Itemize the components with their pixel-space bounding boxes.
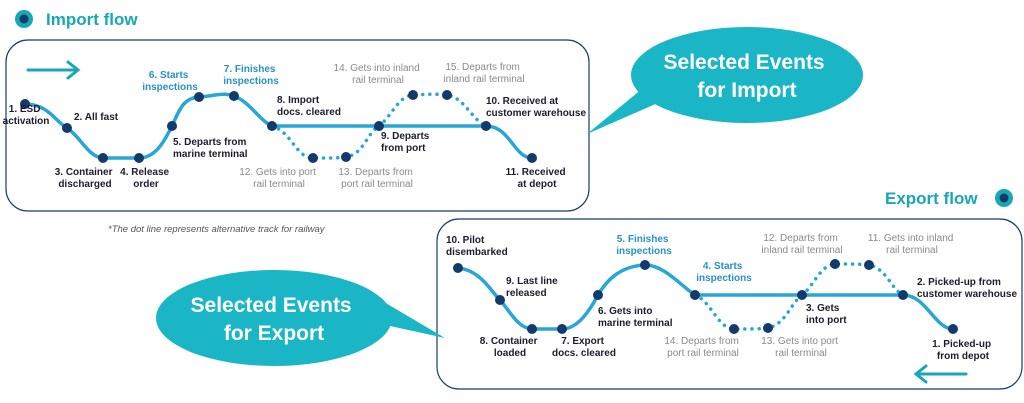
import-event-13: 13. Departs from port rail terminal <box>338 167 415 190</box>
export-event-12: 12. Departs from inland rail terminal <box>761 233 842 256</box>
export-node-4 <box>690 290 700 300</box>
import-node-2 <box>62 123 72 133</box>
export-node-10 <box>453 263 463 273</box>
import-nodes <box>20 90 537 163</box>
import-direction-arrow <box>26 60 81 80</box>
export-event-9: 9. Last line released <box>506 276 560 299</box>
export-node-7 <box>557 324 567 334</box>
import-node-1 <box>20 99 30 109</box>
import-event-5: 5. Departs from marine terminal <box>173 137 249 160</box>
import-event-1: 1. ESD activation <box>3 104 50 127</box>
export-bubble-line-1: Selected Events <box>191 294 352 317</box>
import-event-8: 8. Import docs. cleared <box>277 95 341 118</box>
export-node-13 <box>763 323 773 333</box>
import-node-5 <box>167 121 177 131</box>
export-event-5: 5. Finishes inspections <box>616 234 672 257</box>
export-node-9 <box>495 295 505 305</box>
export-event-14: 14. Departs from port rail terminal <box>664 336 741 359</box>
svg-text:Selected Events for Im: Selected Events for Import <box>664 51 831 102</box>
export-node-3 <box>797 290 807 300</box>
import-node-7 <box>229 91 239 101</box>
import-event-3: 3. Container discharged <box>55 167 116 190</box>
export-frame <box>436 218 1023 390</box>
export-event-7: 7. Export docs. cleared <box>552 336 616 359</box>
import-event-10: 10. Received at customer warehouse <box>486 96 586 119</box>
export-node-1 <box>948 324 958 334</box>
import-event-6: 6. Starts inspections <box>142 70 198 93</box>
export-node-6 <box>593 290 603 300</box>
import-event-12: 12. Gets into port rail terminal <box>239 167 319 190</box>
export-labels: 10. Pilot disembarked 9. Last line relea… <box>446 233 1017 362</box>
import-node-3 <box>98 153 108 163</box>
export-title: Export flow <box>885 189 978 208</box>
export-nodes <box>453 259 958 334</box>
export-node-14 <box>729 324 739 334</box>
export-event-8: 8. Container loaded <box>480 336 541 359</box>
import-node-6 <box>194 92 204 102</box>
import-bubble-line-1: Selected Events <box>664 51 825 74</box>
import-rail-dotted-lower <box>270 124 381 160</box>
import-flow: Import flow <box>3 10 863 212</box>
export-bubble-line-2: for Export <box>224 322 324 345</box>
import-labels: 1. ESD activation 2. All fast 3. Contain… <box>3 62 587 190</box>
import-node-8 <box>267 121 277 131</box>
import-node-9 <box>374 121 384 131</box>
import-node-10 <box>481 121 491 131</box>
import-node-15 <box>442 90 452 100</box>
export-node-5 <box>640 260 650 270</box>
export-event-4: 4. Starts inspections <box>696 261 752 284</box>
export-event-11: 11. Gets into inland rail terminal <box>868 233 956 256</box>
railway-footnote: *The dot line represents alternative tra… <box>108 224 326 235</box>
import-rail-dotted-upper <box>377 92 488 128</box>
export-callout-bubble: Selected Events for Export <box>156 270 445 366</box>
import-node-12 <box>308 153 318 163</box>
export-flow: Export flow <box>156 189 1023 390</box>
export-event-6: 6. Gets into marine terminal <box>598 306 673 329</box>
svg-text:Selected Events for Ex: Selected Events for Export <box>191 294 358 345</box>
export-event-13: 13. Gets into port rail terminal <box>761 336 841 359</box>
import-event-7: 7. Finishes inspections <box>223 64 279 87</box>
import-frame <box>5 39 590 212</box>
export-event-1: 1. Picked-up from depot <box>932 339 994 362</box>
export-node-12 <box>830 259 840 269</box>
import-event-15: 15. Departs from inland rail terminal <box>443 62 524 85</box>
import-node-11 <box>527 153 537 163</box>
export-event-3: 3. Gets into port <box>806 303 847 326</box>
import-event-2: 2. All fast <box>74 112 119 123</box>
import-node-14 <box>408 90 418 100</box>
export-node-11 <box>864 260 874 270</box>
import-event-11: 11. Received at depot <box>506 167 569 190</box>
export-event-10: 10. Pilot disembarked <box>446 235 508 258</box>
import-bubble-line-2: for Import <box>697 79 796 102</box>
import-event-9: 9. Departs from port <box>381 131 432 154</box>
import-event-14: 14. Gets into inland rail terminal <box>334 63 423 86</box>
export-direction-arrow <box>913 364 968 384</box>
export-node-8 <box>527 324 537 334</box>
import-node-4 <box>134 153 144 163</box>
import-node-13 <box>341 152 351 162</box>
export-event-2: 2. Picked-up from customer warehouse <box>917 277 1017 300</box>
export-rail-dotted-lower <box>693 293 804 331</box>
import-title: Import flow <box>46 10 138 29</box>
export-rail-dotted-upper <box>800 262 905 297</box>
import-event-4: 4. Release order <box>120 167 172 190</box>
export-node-2 <box>898 290 908 300</box>
import-main-track <box>23 92 534 160</box>
import-callout-bubble: Selected Events for Import <box>587 27 863 134</box>
